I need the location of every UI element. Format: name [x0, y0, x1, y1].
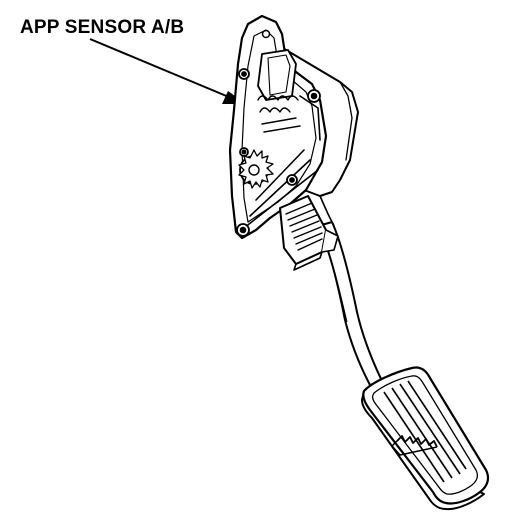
callout-label: APP SENSOR A/B: [20, 17, 184, 38]
sensor-connector: [279, 195, 339, 271]
mounting-bolts: [236, 68, 321, 237]
pedal-pad: [361, 366, 490, 511]
callout-leader-arrow: [89, 38, 246, 104]
pedal-housing: [228, 14, 359, 271]
sensor-rotor: [238, 149, 274, 189]
